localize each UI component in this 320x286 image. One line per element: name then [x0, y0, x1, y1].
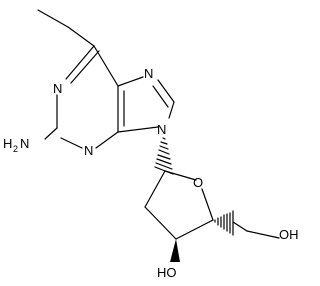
imidazole-ring — [117, 76, 175, 133]
bond-c5-n7 — [117, 76, 144, 87]
atom-n7: N — [144, 66, 153, 81]
atom-n3: N — [84, 143, 93, 158]
bond-c2-c1 — [144, 170, 166, 208]
bond-c5-oh — [246, 230, 280, 239]
molecule-structure: N N N N H 2 N O HO OH — [3, 9, 299, 280]
atom-3-hydroxyl: HO — [157, 265, 177, 280]
bond-n7-c8 — [157, 79, 175, 103]
amino-group — [44, 127, 58, 140]
bond-c6-n1-double — [70, 50, 100, 84]
bond-n9-c4 — [117, 126, 159, 133]
atom-nh2-h: H — [3, 136, 12, 151]
glycosidic-hashed-bond — [154, 137, 174, 175]
bond-c6-n1 — [65, 45, 95, 80]
atom-n9: N — [157, 122, 166, 137]
bond-o4-c4 — [201, 188, 214, 221]
bond-n3-c4 — [95, 131, 119, 149]
bond-c3-c2 — [144, 206, 177, 240]
bond-c5-c6 — [93, 45, 119, 87]
deoxyribose-ring — [144, 170, 214, 240]
atom-5-hydroxyl: OH — [279, 227, 299, 242]
bond-methyl-s — [37, 9, 69, 28]
atom-nh2: H 2 N — [3, 136, 29, 154]
bond-c1-o4 — [164, 170, 197, 181]
bond-c2-n3 — [60, 137, 83, 149]
methylthio-group — [37, 9, 95, 47]
atom-ring-oxygen: O — [193, 175, 203, 190]
atom-nh2-n: N — [20, 136, 29, 151]
bond-c8-n9 — [168, 101, 175, 119]
c4-c5-hashed-bond — [214, 210, 234, 236]
bond-c2-nh2 — [44, 127, 58, 140]
bond-c5-to-c4-side — [232, 221, 248, 232]
bond-s-c6 — [67, 26, 95, 47]
wedge-c3-oh — [170, 239, 180, 262]
bond-c4-c3 — [175, 219, 214, 240]
atom-nh2-subscript: 2 — [13, 144, 18, 154]
atom-n1: N — [53, 81, 62, 96]
pyrimidine-ring — [56, 45, 125, 149]
bond-n7-c8-double — [152, 85, 169, 108]
